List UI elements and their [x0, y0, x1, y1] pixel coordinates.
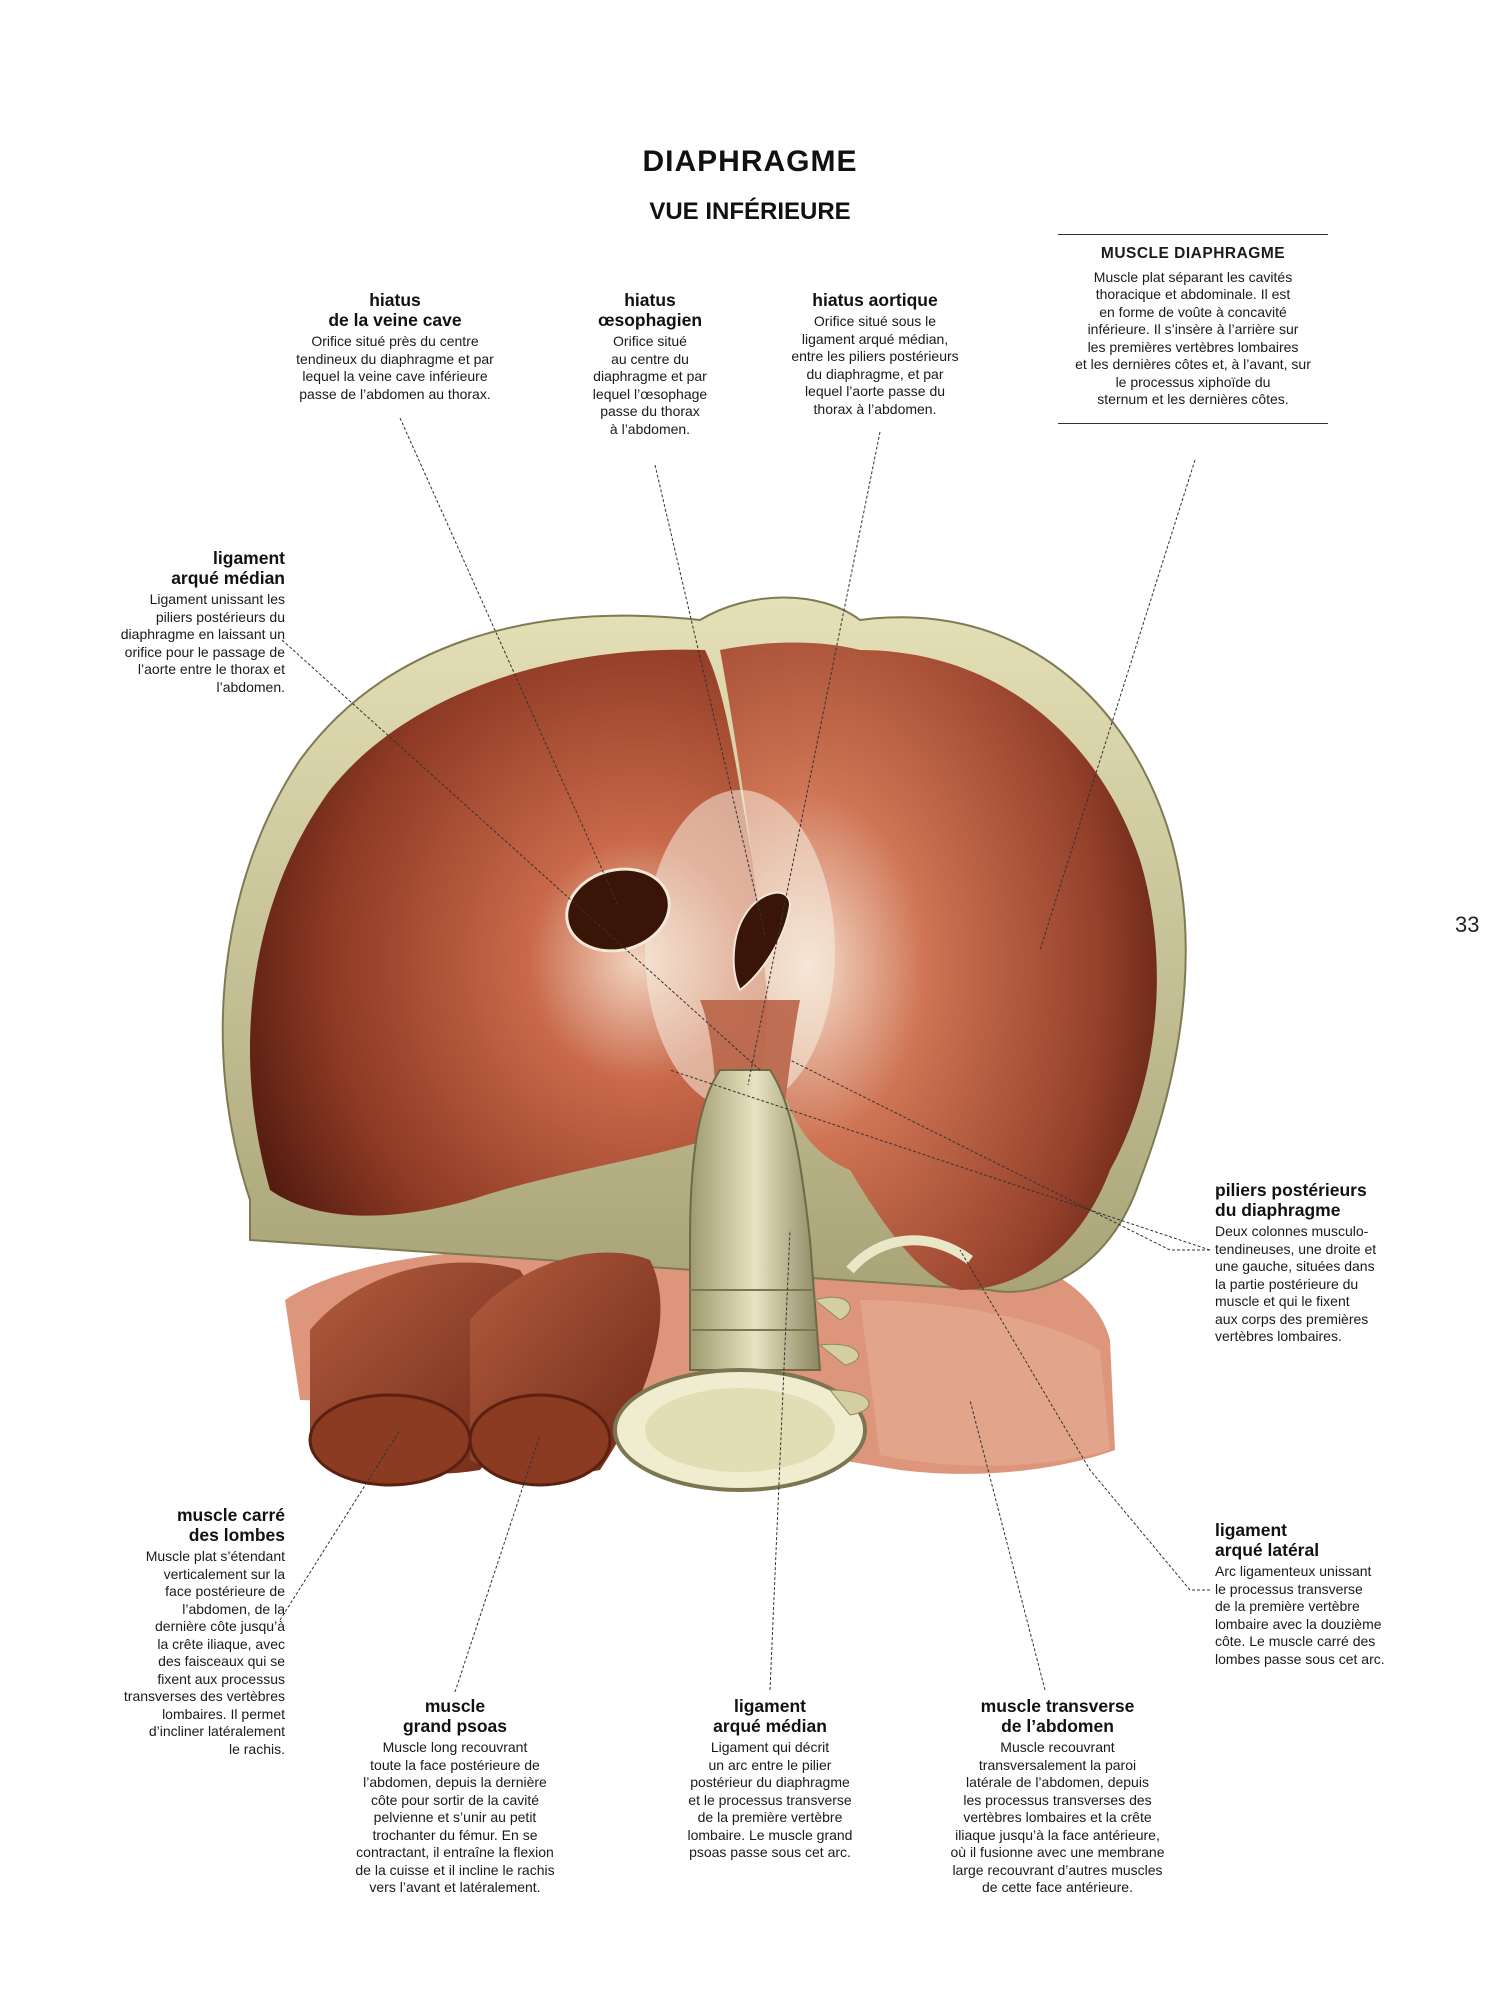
label-muscle-transverse: muscle transverse de l’abdomen Muscle re…	[930, 1696, 1185, 1897]
body: Muscle long recouvrant toute la face pos…	[355, 1739, 555, 1895]
body: Ligament unissant les piliers postérieur…	[120, 591, 285, 695]
body: Orifice situé sous le ligament arqué méd…	[791, 313, 959, 417]
label-ligament-arque-median-top: ligament arqué médian Ligament unissant …	[80, 548, 285, 696]
label-hiatus-veine-cave: hiatus de la veine cave Orifice situé pr…	[280, 290, 510, 403]
label-ligament-arque-median-bottom: ligament arqué médian Ligament qui décri…	[655, 1696, 885, 1862]
body: Orifice situé au centre du diaphragme et…	[592, 333, 708, 437]
label-muscle-grand-psoas: muscle grand psoas Muscle long recouvran…	[330, 1696, 580, 1897]
oesophageal-hiatus	[732, 891, 792, 992]
heading: hiatus œsophagien	[597, 290, 703, 330]
body: Muscle plat séparant les cavités thoraci…	[1075, 268, 1311, 408]
lateral-arcuate-ligament	[846, 1235, 973, 1274]
body: Ligament qui décrit un arc entre le pili…	[687, 1739, 853, 1860]
label-piliers-posterieurs: piliers postérieurs du diaphragme Deux c…	[1215, 1180, 1415, 1346]
label-muscle-carre-lombes: muscle carré des lombes Muscle plat s’ét…	[90, 1505, 285, 1758]
page-subtitle: VUE INFÉRIEURE	[649, 198, 851, 225]
heading: ligament arqué médian	[171, 548, 285, 588]
heading: hiatus de la veine cave	[328, 290, 462, 330]
body: Muscle recouvrant transversalement la pa…	[950, 1739, 1165, 1895]
body: Orifice situé près du centre tendineux d…	[296, 333, 494, 402]
diaphragm-left-dome	[250, 649, 769, 1216]
body: Arc ligamenteux unissant le processus tr…	[1215, 1563, 1385, 1667]
page-number: 33	[1455, 912, 1480, 937]
body: Muscle plat s’étendant verticalement sur…	[123, 1548, 285, 1757]
body: Deux colonnes musculo- tendineuses, une …	[1215, 1223, 1377, 1344]
label-ligament-arque-lateral: ligament arqué latéral Arc ligamenteux u…	[1215, 1520, 1415, 1668]
heading: ligament arqué latéral	[1215, 1520, 1320, 1560]
diaphragm-right-dome	[720, 642, 1157, 1290]
heading: piliers postérieurs du diaphragme	[1215, 1180, 1367, 1220]
heading: MUSCLE DIAPHRAGME	[1100, 245, 1286, 262]
heading: muscle carré des lombes	[177, 1505, 285, 1545]
heading: muscle transverse de l’abdomen	[980, 1696, 1135, 1736]
heading: hiatus aortique	[812, 290, 938, 310]
heading: muscle grand psoas	[402, 1696, 508, 1736]
label-muscle-diaphragme: MUSCLE DIAPHRAGME Muscle plat séparant l…	[1058, 234, 1328, 424]
label-hiatus-oesophagien: hiatus œsophagien Orifice situé au centr…	[570, 290, 730, 438]
label-hiatus-aortique: hiatus aortique Orifice situé sous le li…	[760, 290, 990, 418]
heading: ligament arqué médian	[713, 1696, 827, 1736]
vena-cava-hiatus	[565, 867, 671, 953]
page-title: DIAPHRAGME	[642, 145, 858, 178]
